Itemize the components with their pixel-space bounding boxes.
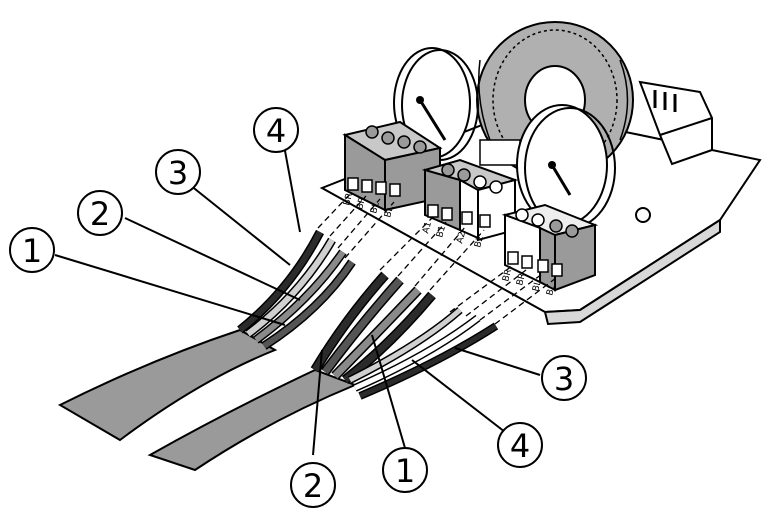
terminal-label: BR <box>515 272 528 287</box>
leader-lines <box>54 139 541 456</box>
svg-text:3: 3 <box>168 154 188 192</box>
terminal-label: BR <box>501 268 514 283</box>
callout-3-right: 3 <box>541 355 587 401</box>
cable-left <box>57 229 356 442</box>
terminal-label: BR <box>355 196 368 211</box>
pin-header <box>638 80 713 166</box>
svg-text:2: 2 <box>90 195 110 233</box>
callout-2-left: 2 <box>77 190 123 236</box>
terminal-labels-middle: A1 B1 A2 B2 <box>421 221 486 249</box>
terminal-label: A1 <box>421 221 434 235</box>
svg-text:4: 4 <box>510 427 530 465</box>
terminal-block-middle <box>421 158 519 242</box>
terminal-block-right <box>501 203 599 292</box>
dashed-guides <box>317 191 557 325</box>
svg-text:1: 1 <box>395 452 415 490</box>
terminal-label: BL <box>531 279 544 292</box>
cable-right-wires <box>348 306 499 400</box>
callouts: 4 3 2 1 2 1 3 4 <box>9 107 587 508</box>
terminal-label: B2 <box>473 235 486 249</box>
svg-text:1: 1 <box>22 232 42 270</box>
callout-1-bottom: 1 <box>382 447 428 493</box>
mounting-hole <box>635 207 651 223</box>
terminal-label: B1 <box>435 225 448 239</box>
terminal-label: BL <box>369 201 382 214</box>
callout-2-bottom: 2 <box>290 462 336 508</box>
terminal-labels-right: BR BR BL BL <box>501 268 558 297</box>
callout-3-left: 3 <box>155 149 201 195</box>
terminal-label: BL <box>545 283 558 296</box>
svg-text:2: 2 <box>303 467 323 505</box>
svg-text:4: 4 <box>266 112 286 150</box>
terminal-label: BR <box>342 192 355 207</box>
terminal-label: BL <box>383 205 396 218</box>
disc-component-right <box>516 104 616 229</box>
callout-4-left: 4 <box>253 107 299 153</box>
callout-1-left: 1 <box>9 227 55 273</box>
terminal-label: A2 <box>455 231 468 245</box>
svg-text:3: 3 <box>554 360 574 398</box>
terminal-labels-left: BR BR BL BL <box>342 192 396 219</box>
callout-4-right: 4 <box>497 422 543 468</box>
